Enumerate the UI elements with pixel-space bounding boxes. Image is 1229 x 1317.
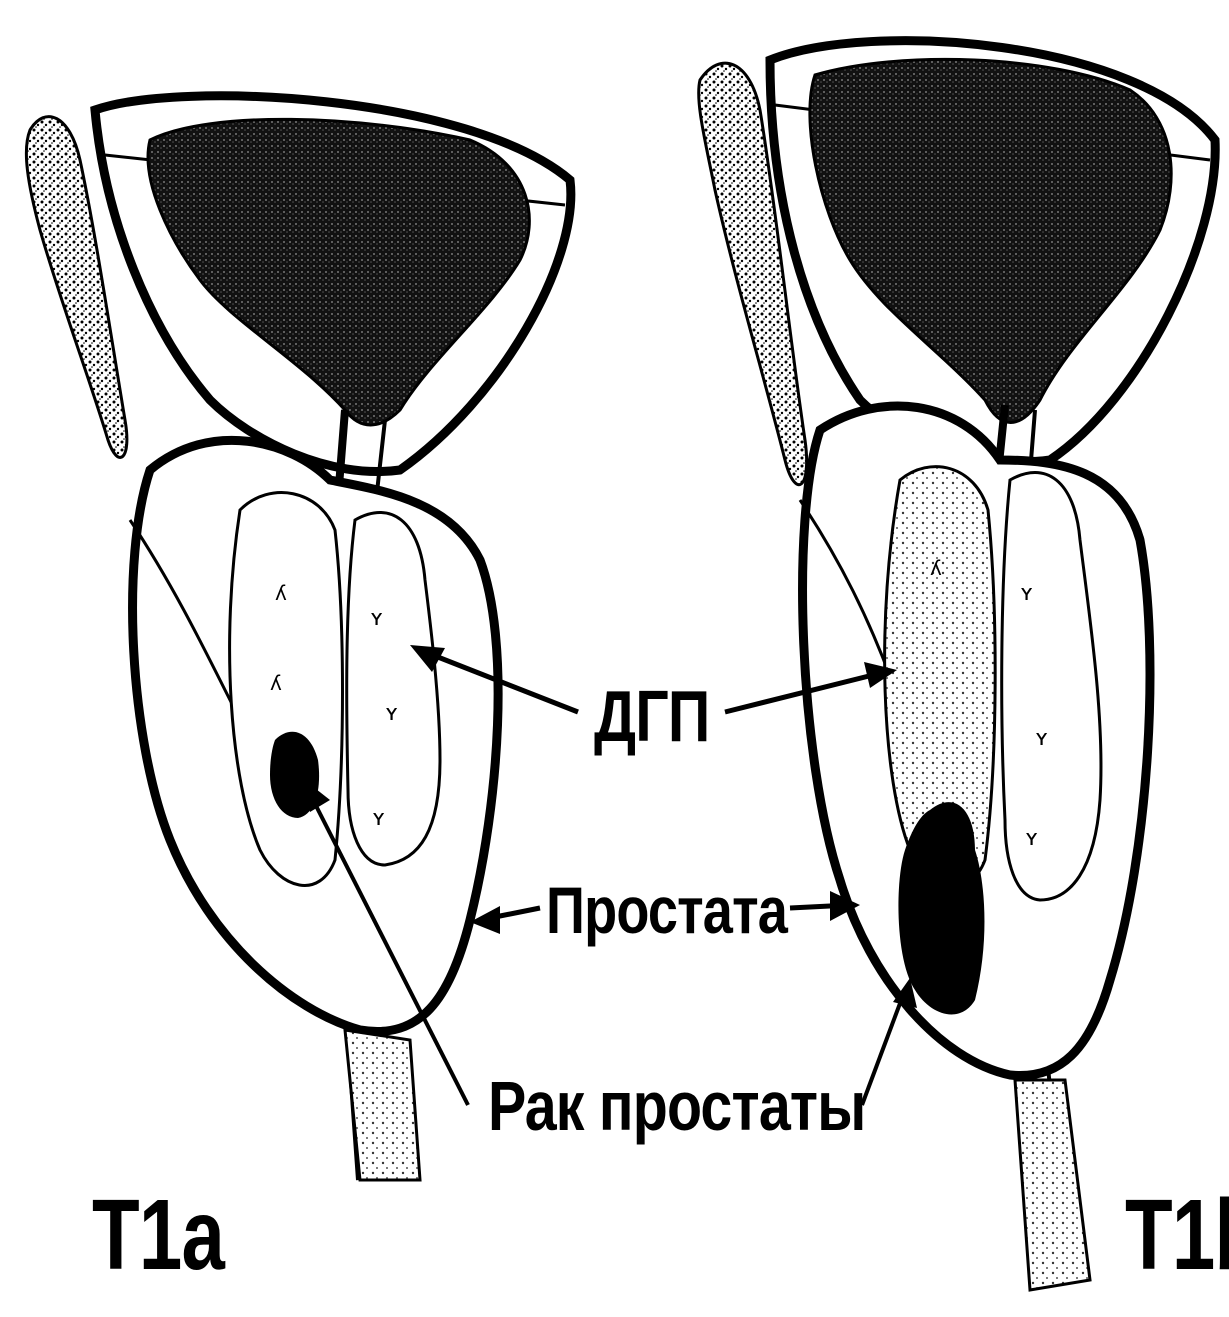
t1a-figure: ʏ ʏ ʏ ʎ ʎ [26,96,570,1180]
svg-text:ʎ: ʎ [275,581,287,605]
label-t1a: T1a [92,1178,224,1293]
svg-text:ʏ: ʏ [372,806,385,831]
svg-text:ʏ: ʏ [1035,726,1048,751]
svg-text:ʏ: ʏ [1025,826,1038,851]
label-prostata: Простата [546,872,787,948]
svg-text:ʏ: ʏ [1020,581,1033,606]
t1b-urethra-tail [1015,1080,1090,1290]
t1a-urethra-tail [345,1030,420,1180]
arrow-rak-right [862,990,905,1105]
svg-text:ʏ: ʏ [370,606,383,631]
label-dgp: ДГП [594,676,710,758]
svg-text:ʎ: ʎ [930,556,942,580]
svg-text:ʎ: ʎ [270,671,282,695]
label-t1b: T1b [1125,1178,1229,1293]
svg-text:ʏ: ʏ [385,701,398,726]
label-rak-prostaty: Рак простаты [488,1066,865,1146]
